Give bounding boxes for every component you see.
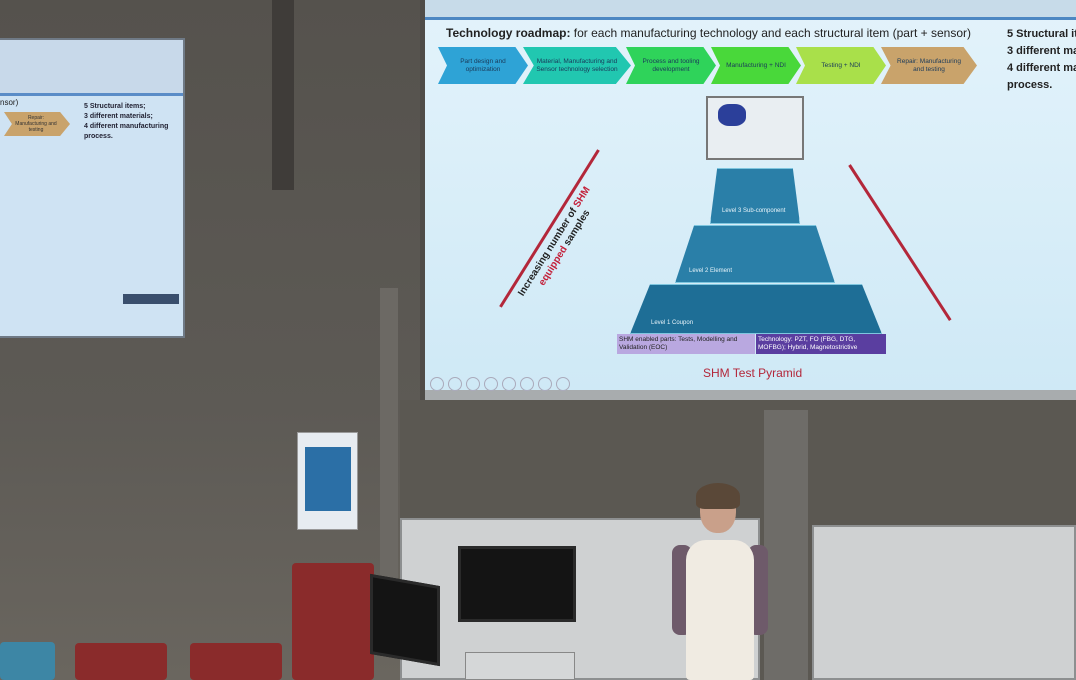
slide-list: 5 Structural items; 3 different material… <box>84 102 168 142</box>
chair <box>75 643 167 680</box>
nav-button <box>556 377 570 391</box>
title-bold: Technology roadmap: <box>446 26 571 40</box>
list-item: 5 Structural it <box>1007 28 1076 40</box>
title-rest: for each manufacturing technology and ea… <box>570 26 971 40</box>
whiteboard <box>812 525 1076 680</box>
slide-toolbar <box>123 294 179 304</box>
nav-button <box>520 377 534 391</box>
roadmap-steps: Part design and optimization Material, M… <box>438 47 977 84</box>
slide-side-list: 5 Structural it 3 different ma 4 differe… <box>1007 26 1076 94</box>
slide-header-bar <box>0 40 183 96</box>
roadmap-step: Part design and optimization <box>438 47 528 84</box>
list-item: 3 different materials; <box>84 113 153 120</box>
presenter <box>686 540 754 680</box>
roadmap-step: Manufacturing + NDI <box>711 47 801 84</box>
list-item: 4 different manufacturing <box>84 123 169 130</box>
monitor <box>458 546 576 622</box>
pillar <box>272 0 294 190</box>
column <box>764 410 808 680</box>
monitor <box>370 573 440 667</box>
roadmap-step: Testing + NDI <box>796 47 886 84</box>
slide-nav-controls <box>430 377 570 391</box>
nav-button <box>538 377 552 391</box>
list-item: 5 Structural items; <box>84 103 146 110</box>
door-frame <box>380 288 398 588</box>
pyramid-level-3 <box>710 168 800 224</box>
slide-title-fragment: nsor) <box>0 98 19 107</box>
roadmap-step: Material, Manufacturing and Sensor techn… <box>523 47 631 84</box>
poster-panel <box>305 447 351 511</box>
presenter-hair <box>696 483 740 509</box>
level-label: Level 3 Sub-component <box>722 208 786 214</box>
nav-button <box>466 377 480 391</box>
pyramid-right-box: Technology: PZT, FO (FBG, DTG, MOFBG); H… <box>756 334 886 354</box>
roadmap-step: Repair: Manufacturing and testing <box>881 47 977 84</box>
pyramid-caption: SHM Test Pyramid <box>703 366 803 380</box>
list-item: process. <box>1007 79 1053 91</box>
nav-button <box>484 377 498 391</box>
list-item: process. <box>84 133 113 140</box>
cylinder-render <box>718 104 746 126</box>
nav-button <box>430 377 444 391</box>
chair <box>292 563 374 680</box>
main-projection-screen: Technology roadmap: for each manufacturi… <box>425 0 1076 400</box>
poster <box>297 432 358 530</box>
chair <box>0 642 55 680</box>
list-item: 3 different ma <box>1007 45 1076 57</box>
laptop <box>465 652 575 680</box>
chair <box>190 643 282 680</box>
list-item: 4 different ma <box>1007 62 1076 74</box>
pyramid-left-box: SHM enabled parts: Tests, Modelling and … <box>617 334 755 354</box>
pyramid-vertical-label: Increasing number of SHM equipped sample… <box>507 171 612 319</box>
nav-button <box>502 377 516 391</box>
roadmap-step: Process and tooling development <box>626 47 716 84</box>
level-label: Level 2 Element <box>689 268 733 274</box>
left-projection-screen: nsor) Repair: Manufacturing and testing … <box>0 38 185 338</box>
slide-title: Technology roadmap: for each manufacturi… <box>446 26 971 40</box>
level-label: Level 1 Coupon <box>651 320 694 326</box>
pyramid-top-image <box>706 96 804 160</box>
nav-button <box>448 377 462 391</box>
slide-header-bar <box>425 0 1076 20</box>
roadmap-step-repair: Repair: Manufacturing and testing <box>4 112 70 136</box>
